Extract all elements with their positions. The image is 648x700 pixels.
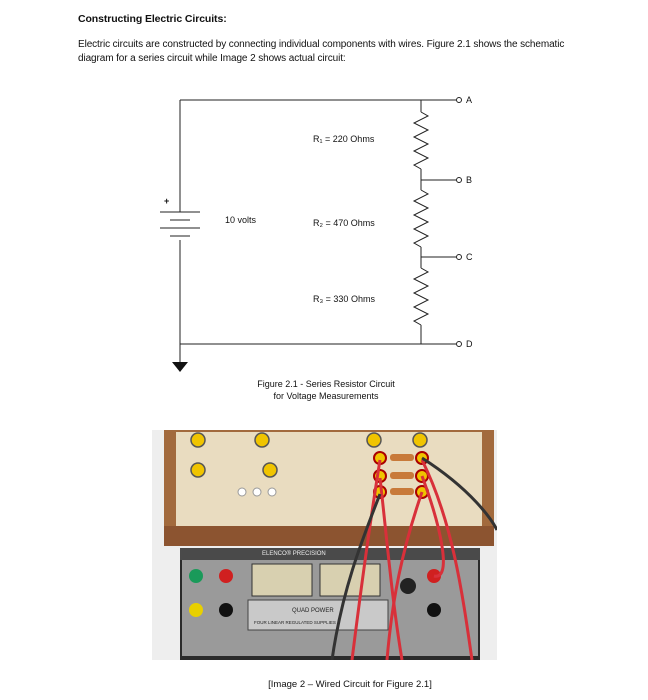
battery-label: 10 volts xyxy=(225,215,257,225)
circuit-board-panel xyxy=(176,432,482,528)
series-circuit-schematic: + 10 volts R₁ = 220 Ohms R₂ = 470 Ohms R… xyxy=(160,95,473,372)
figure-caption-line2: for Voltage Measurements xyxy=(273,391,379,401)
supply-jack-green xyxy=(189,569,203,583)
meter-left xyxy=(251,563,313,597)
image-2-caption: [Image 2 – Wired Circuit for Figure 2.1] xyxy=(268,679,432,690)
figure-caption-line1: Figure 2.1 - Series Resistor Circuit xyxy=(257,379,395,389)
terminal-d xyxy=(456,341,462,347)
node-d-label: D xyxy=(466,339,473,349)
resistor-photo-3 xyxy=(390,488,414,495)
supply-jack-black xyxy=(219,603,233,617)
page-heading: Constructing Electric Circuits: xyxy=(78,13,227,25)
power-supply-subtitle: FOUR LINEAR REGULATED SUPPLIES xyxy=(254,620,336,625)
supply-jack-yellow xyxy=(189,603,203,617)
battery-plus-sign: + xyxy=(164,196,169,206)
figure-caption: Figure 2.1 - Series Resistor Circuit for… xyxy=(226,378,426,402)
r2-label: R₂ = 470 Ohms xyxy=(313,218,375,228)
resistor-r1 xyxy=(412,111,430,170)
resistor-photo-1 xyxy=(390,454,414,461)
r3-label: R₃ = 330 Ohms xyxy=(313,294,375,304)
node-a-label: A xyxy=(466,95,472,105)
node-b-label: B xyxy=(466,175,472,185)
supply-jack-black-right xyxy=(427,603,441,617)
r1-label: R₁ = 220 Ohms xyxy=(313,134,375,144)
terminal-a xyxy=(456,97,462,103)
resistor-photo-2 xyxy=(390,472,414,479)
resistor-r2 xyxy=(412,189,430,248)
power-supply-brand: ELENCO® PRECISION xyxy=(262,550,326,557)
terminal-c xyxy=(456,254,462,260)
power-supply-model: QUAD POWER xyxy=(292,608,334,614)
resistor-r3 xyxy=(412,267,430,326)
wired-circuit-photo: ELENCO® PRECISION QUAD POWER FOUR LINEAR… xyxy=(152,430,497,660)
ground-arrow-icon xyxy=(172,362,188,372)
supply-jack-red xyxy=(219,569,233,583)
node-c-label: C xyxy=(466,252,473,262)
terminal-b xyxy=(456,177,462,183)
supply-knob xyxy=(400,578,416,594)
intro-paragraph: Electric circuits are constructed by con… xyxy=(78,39,565,64)
